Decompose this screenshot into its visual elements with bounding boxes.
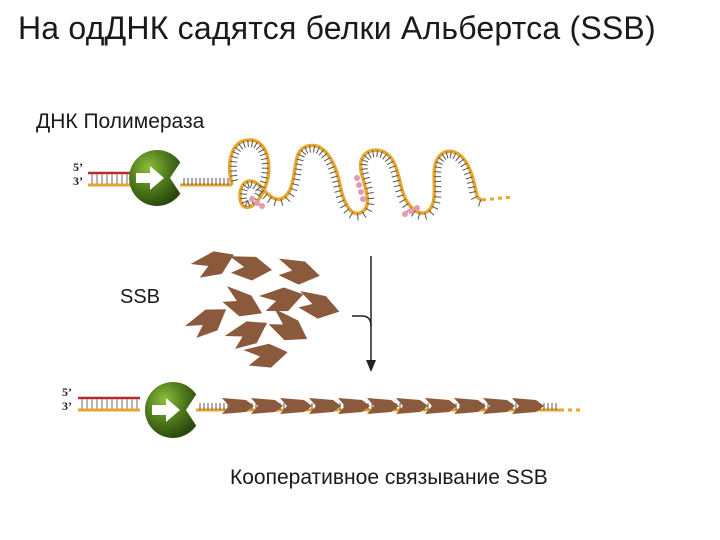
top-template-strand (180, 138, 513, 221)
ssb-protein-icon (216, 282, 268, 326)
ssb-protein-icon (251, 398, 283, 414)
top-3prime-label: 3’ (73, 174, 83, 188)
direction-arrow-icon (152, 398, 180, 422)
ssb-protein-icon (258, 284, 306, 316)
bottom-3prime-label: 3’ (62, 399, 72, 413)
ssb-protein-icon (280, 398, 312, 414)
ssb-protein-icon (483, 398, 515, 414)
transition-arrow (352, 256, 376, 372)
ssb-label: SSB (120, 286, 161, 308)
ssb-protein-icon (222, 398, 254, 414)
ssb-protein-icon (425, 398, 457, 414)
ssb-protein-icon (512, 398, 544, 414)
ssb-protein-icon (263, 305, 313, 351)
bottom-5prime-label: 5’ (62, 385, 72, 399)
polymerase-label: ДНК Полимераза (36, 110, 205, 133)
ssb-protein-icon (309, 398, 341, 414)
direction-arrow-icon (136, 166, 164, 190)
ssb-protein-icon (243, 342, 289, 370)
ssb-protein-icon (367, 398, 399, 414)
ssb-protein-icon (396, 398, 428, 414)
ssb-protein-icon (189, 245, 239, 283)
top-polymerase (129, 150, 181, 207)
ssb-protein-cluster (182, 245, 343, 370)
bottom-polymerase (144, 381, 197, 438)
page-title: На одДНК садятся белки Альбертса (SSB) (18, 10, 656, 46)
ssb-protein-icon (273, 254, 323, 290)
ssb-protein-icon (293, 287, 343, 325)
bottom-duplex (78, 396, 140, 412)
ssb-protein-icon (226, 252, 274, 284)
ssb-protein-icon (454, 398, 486, 414)
ssb-protein-icon (182, 300, 234, 344)
ssb-protein-icon (338, 398, 370, 414)
cooperative-binding-label: Кооперативное связывание SSB (230, 466, 548, 489)
top-5prime-label: 5’ (73, 160, 83, 174)
ssb-bound-chain (222, 398, 544, 414)
